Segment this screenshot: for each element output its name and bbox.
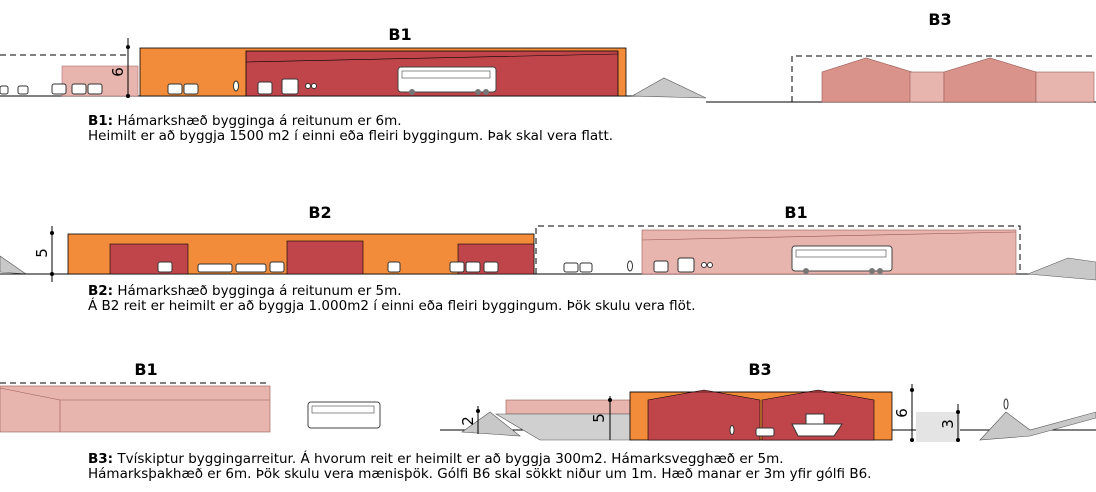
terrain-fill (916, 412, 960, 442)
caption-line-2: Á B2 reit er heimilt er að byggja 1.000m… (88, 298, 696, 314)
person-icon (701, 262, 707, 268)
zone-label-b1: B1 (784, 203, 807, 222)
dimension-tick (126, 94, 130, 98)
tree-icon (627, 260, 633, 272)
caption-section-3: B3: Tvískiptur byggingarreitur. Á hvorum… (88, 452, 871, 482)
zone-label-b1: B1 (388, 25, 411, 44)
car-icon (755, 427, 775, 437)
bus-icon (791, 245, 893, 274)
dimension-tick (50, 272, 54, 276)
building-b3-far (1035, 71, 1095, 103)
zone-label-b3: B3 (928, 10, 951, 29)
caption-code: B2: (88, 283, 114, 299)
dimension-label: 5 (590, 413, 608, 423)
person-icon (311, 83, 317, 89)
zone-label-b2: B2 (308, 203, 331, 222)
roof-line (245, 53, 619, 63)
section-3: B1 2 5 B3 6 3 (0, 360, 1096, 442)
van-icon (281, 78, 299, 95)
hill (979, 411, 1096, 441)
hill (0, 255, 28, 275)
section-1: 6 B1 (0, 10, 1096, 103)
dimension-tick (476, 409, 480, 413)
caption-line-2: Heimilt er að byggja 1500 m2 í einni eða… (88, 128, 614, 144)
zone-label-b3: B3 (748, 360, 771, 379)
bus-icon (397, 66, 497, 95)
dimension-tick (50, 231, 54, 235)
hill (630, 77, 707, 99)
caption-code: B3: (88, 451, 114, 467)
dimension-tick (956, 410, 960, 414)
person-icon (305, 83, 311, 89)
bus-icon (307, 401, 381, 429)
van-icon (653, 260, 669, 273)
dimension-label: 3 (939, 419, 957, 429)
dimension-tick (126, 45, 130, 49)
section-2: 5 B2 B1 (0, 203, 1096, 282)
van-icon (257, 81, 273, 95)
dimension-label: 6 (109, 67, 127, 77)
caption-line-2: Hámarksþakhæð er 6m. Þök skulu vera mæni… (88, 466, 872, 482)
dimension-tick (956, 438, 960, 442)
building-red (286, 240, 364, 275)
dimension-label: 5 (33, 248, 51, 258)
tree-icon (233, 80, 239, 92)
car-icons (0, 83, 199, 95)
dimension-tick (910, 438, 914, 442)
building-b3-left (821, 57, 913, 103)
zone-label-b1: B1 (134, 360, 157, 379)
hill (1027, 257, 1096, 281)
hill (461, 411, 521, 437)
roof-line (641, 231, 1017, 241)
building-b1-pink (0, 385, 271, 433)
tree-icon (1003, 398, 1009, 410)
dimension-label: 6 (893, 408, 911, 418)
person-icon (707, 262, 713, 268)
roof-line (0, 387, 61, 401)
building-red (109, 243, 189, 275)
terrain-ledge (505, 399, 631, 415)
caption-section-2: B2: Hámarkshæð bygginga á reitunum er 5m… (88, 284, 696, 314)
caption-section-1: B1: Hámarkshæð bygginga á reitunum er 6m… (88, 114, 613, 144)
caption-line-1: B1: Hámarkshæð bygginga á reitunum er 6m… (88, 113, 402, 129)
dimension-label: 2 (459, 416, 477, 426)
dimension-tick (910, 388, 914, 392)
vehicle-icons (157, 261, 593, 273)
boat-icon (791, 413, 843, 437)
building-b3-mid (909, 71, 945, 103)
building-b3-right (943, 57, 1037, 103)
caption-code: B1: (88, 113, 114, 129)
caption-line-1: B2: Hámarkshæð bygginga á reitunum er 5m… (88, 283, 402, 299)
building-b3-left (647, 389, 761, 441)
height-limit-dashed (791, 55, 1096, 102)
tree-icon (729, 425, 735, 435)
van-icon (677, 257, 695, 273)
caption-line-1: B3: Tvískiptur byggingarreitur. Á hvorum… (88, 451, 784, 467)
dimension-tick (608, 398, 612, 402)
height-limit-dashed (535, 225, 1021, 274)
